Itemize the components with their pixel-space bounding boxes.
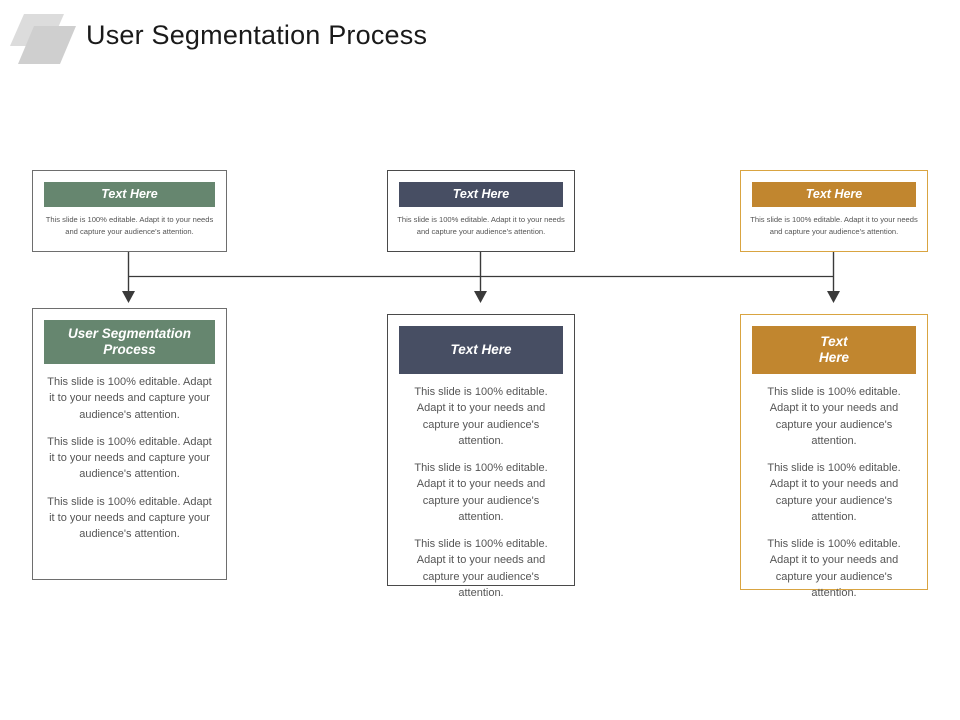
arrow-down-icon-middle bbox=[474, 291, 487, 303]
top-card-middle[interactable]: Text Here This slide is 100% editable. A… bbox=[387, 170, 575, 252]
slide-title-bar: User Segmentation Process bbox=[0, 0, 960, 90]
bottom-card-right-header-line1: Text bbox=[820, 334, 848, 350]
top-card-right[interactable]: Text Here This slide is 100% editable. A… bbox=[740, 170, 928, 252]
top-card-right-header: Text Here bbox=[752, 182, 916, 207]
bottom-card-left-header-line1: User Segmentation bbox=[67, 326, 192, 342]
bottom-card-left-paragraph-3: This slide is 100% editable. Adapt it to… bbox=[47, 495, 212, 541]
top-card-left-body: This slide is 100% editable. Adapt it to… bbox=[45, 215, 214, 237]
bottom-card-left-header-line2: Process bbox=[103, 342, 156, 357]
bottom-card-right-paragraph-2: This slide is 100% editable. Adapt it to… bbox=[767, 462, 901, 523]
arrow-down-icon-right bbox=[827, 291, 840, 303]
bottom-card-left-body: This slide is 100% editable. Adapt it to… bbox=[33, 364, 226, 552]
bottom-card-left-paragraph-2: This slide is 100% editable. Adapt it to… bbox=[47, 435, 212, 481]
bottom-card-middle-header: Text Here bbox=[399, 326, 563, 374]
top-card-left-header: Text Here bbox=[44, 182, 215, 207]
bottom-card-right-header-line2: Here bbox=[818, 350, 850, 365]
bottom-card-middle-paragraph-2: This slide is 100% editable. Adapt it to… bbox=[414, 462, 548, 523]
bottom-card-right-body: This slide is 100% editable. Adapt it to… bbox=[741, 374, 927, 611]
bottom-card-left-header: User Segmentation Process bbox=[44, 320, 215, 364]
top-card-right-body: This slide is 100% editable. Adapt it to… bbox=[750, 215, 918, 237]
bottom-card-right-paragraph-3: This slide is 100% editable. Adapt it to… bbox=[767, 538, 901, 599]
bottom-card-middle-paragraph-1: This slide is 100% editable. Adapt it to… bbox=[414, 386, 548, 447]
bottom-card-right-paragraph-1: This slide is 100% editable. Adapt it to… bbox=[767, 386, 901, 447]
top-card-middle-header: Text Here bbox=[399, 182, 563, 207]
bottom-card-middle[interactable]: Text Here This slide is 100% editable. A… bbox=[387, 314, 575, 599]
top-card-left[interactable]: Text Here This slide is 100% editable. A… bbox=[32, 170, 227, 252]
top-card-middle-body: This slide is 100% editable. Adapt it to… bbox=[397, 215, 565, 237]
bottom-card-right[interactable]: Text Here This slide is 100% editable. A… bbox=[740, 314, 928, 599]
double-parallelogram-icon bbox=[10, 14, 76, 64]
bottom-card-right-header: Text Here bbox=[752, 326, 916, 374]
bottom-card-middle-paragraph-3: This slide is 100% editable. Adapt it to… bbox=[414, 538, 548, 599]
bottom-card-left-paragraph-1: This slide is 100% editable. Adapt it to… bbox=[47, 376, 212, 421]
arrow-down-icon-left bbox=[122, 291, 135, 303]
bottom-card-middle-header-line1: Text Here bbox=[450, 342, 512, 358]
bottom-card-left[interactable]: User Segmentation Process This slide is … bbox=[32, 308, 227, 580]
bottom-card-middle-body: This slide is 100% editable. Adapt it to… bbox=[388, 374, 574, 611]
page-title: User Segmentation Process bbox=[86, 20, 428, 50]
